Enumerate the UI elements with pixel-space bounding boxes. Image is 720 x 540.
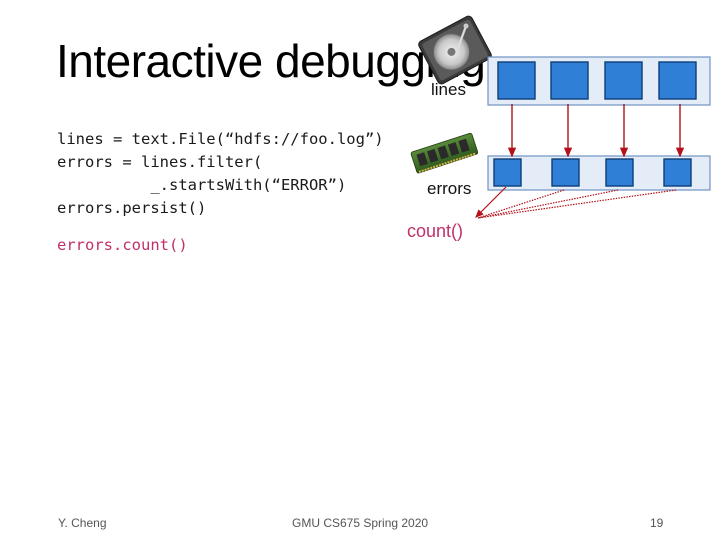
lines-partition [658,61,697,100]
slide-title: Interactive debugging [56,35,486,87]
errors-partition [663,158,692,187]
count-arrow [477,189,619,219]
code-line: errors.persist() [57,199,207,217]
footer-course: GMU CS675 Spring 2020 [292,516,429,530]
errors-label: errors [427,179,472,198]
footer-author: Y. Cheng [58,516,107,530]
count-arrow [477,189,565,219]
errors-partition [605,158,634,187]
count-arrow [475,186,507,218]
code-line: _.startsWith(“ERROR”) [57,176,347,194]
hard-disk-icon [418,15,492,85]
lines-partition [550,61,589,100]
errors-partition [551,158,580,187]
lines-label: lines [431,80,466,99]
lines-partition [497,61,536,100]
code-line: errors = lines.filter( [57,153,263,171]
errors-dataset [487,155,711,191]
code-block: lines = text.File(“hdfs://foo.log”) erro… [57,128,384,220]
count-arrows [475,186,677,219]
lines-dataset [487,56,711,106]
ram-module-icon [410,132,479,174]
action-code-line: errors.count() [57,236,188,254]
code-line: lines = text.File(“hdfs://foo.log”) [57,130,384,148]
filter-arrows [507,104,685,158]
page-number: 19 [650,516,664,530]
lines-partition [604,61,643,100]
errors-partition [493,158,522,187]
count-arrow [477,189,677,219]
count-label: count() [407,221,464,241]
